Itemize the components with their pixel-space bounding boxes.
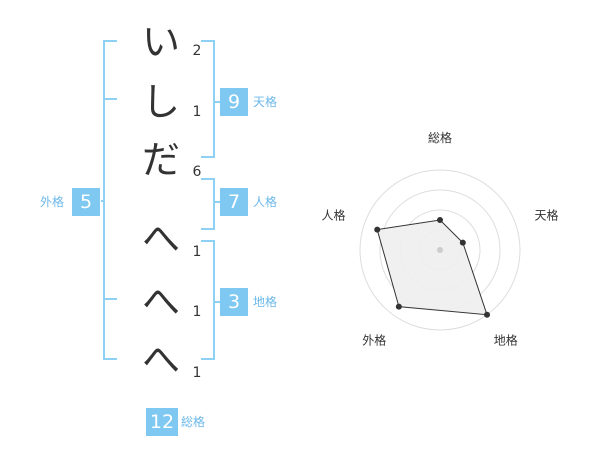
gaikaku-bracket-bottom: [103, 358, 117, 360]
radar-axis-label: 地格: [494, 333, 518, 348]
radar-point: [437, 217, 443, 223]
soukaku-value: 12: [146, 408, 178, 436]
radar-point: [484, 311, 491, 318]
stroke-count-6: 1: [192, 365, 202, 381]
jinkaku-label: 人格: [253, 195, 278, 209]
radar-area: [376, 219, 488, 316]
jinkaku-value: 7: [220, 188, 248, 216]
gaikaku-bracket-tick: [103, 298, 117, 300]
soukaku-label: 総格: [181, 415, 206, 429]
tenkaku-bracket: [213, 40, 215, 158]
jinkaku-bracket: [213, 178, 215, 230]
radar-ring: [359, 169, 521, 331]
tenkaku-bracket-connector: [213, 101, 221, 103]
radar-points: [374, 217, 491, 318]
chikaku-bracket-bottom: [201, 358, 215, 360]
gaikaku-value: 5: [72, 188, 100, 216]
gaikaku-bracket-tick: [103, 98, 117, 100]
name-char-3: だ: [141, 138, 180, 182]
radar-axis-label: 天格: [534, 207, 558, 222]
radar-point: [459, 239, 466, 246]
name-char-6: へ: [141, 338, 180, 382]
stroke-count-1: 2: [192, 43, 202, 59]
tenkaku-value: 9: [220, 88, 248, 116]
radar-center: [437, 247, 443, 253]
name-char-2: し: [141, 80, 180, 124]
chikaku-label: 地格: [253, 295, 278, 309]
radar-point: [374, 226, 381, 233]
tenkaku-label: 天格: [253, 95, 278, 109]
tenkaku-bracket-bottom: [201, 156, 215, 158]
jinkaku-bracket-bottom: [201, 228, 215, 230]
radar-axis-label: 人格: [321, 207, 345, 222]
gaikaku-label: 外格: [40, 195, 65, 209]
name-char-5: へ: [141, 280, 180, 324]
jinkaku-bracket-connector: [213, 201, 221, 203]
radar-axis-label: 総格: [428, 130, 452, 145]
chikaku-value: 3: [220, 288, 248, 316]
gaikaku-bracket-connector: [101, 200, 105, 202]
chikaku-bracket-top: [201, 240, 215, 242]
name-char-4: へ: [141, 217, 180, 261]
tenkaku-bracket-top: [201, 40, 215, 42]
radar-point: [395, 303, 402, 310]
stroke-count-4: 1: [192, 244, 202, 260]
chikaku-bracket: [213, 240, 215, 360]
stroke-count-5: 1: [192, 304, 202, 320]
stroke-count-2: 1: [192, 104, 202, 120]
stroke-count-3: 6: [192, 164, 202, 180]
jinkaku-bracket-top: [201, 178, 215, 180]
radar-axis-label: 外格: [362, 333, 386, 348]
gaikaku-bracket-top: [103, 40, 117, 42]
name-char-1: い: [141, 20, 180, 64]
chikaku-bracket-connector: [213, 301, 221, 303]
